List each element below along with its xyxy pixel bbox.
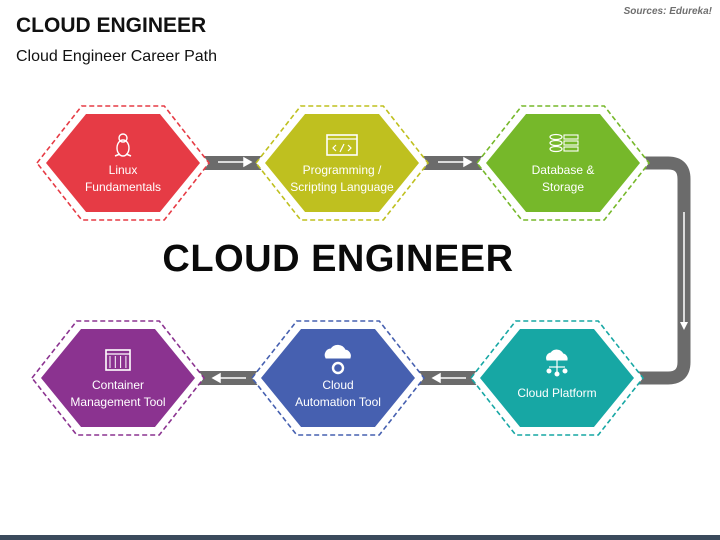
- step-2-hexagon: [254, 105, 430, 221]
- step-5-label: Cloud Automation Tool: [273, 377, 403, 411]
- step-6-fill: [41, 329, 195, 427]
- step-6-label: Container Management Tool: [53, 377, 183, 411]
- step-5-hexagon: [250, 320, 426, 436]
- step-4-hexagon: [469, 320, 645, 436]
- cloud-network-icon: [546, 349, 568, 377]
- footer-bar: [0, 535, 720, 540]
- linux-penguin-icon: [114, 133, 132, 157]
- arrow-right-1-head: [243, 156, 253, 168]
- slide-title: CLOUD ENGINEER: [16, 14, 207, 37]
- code-icon: [326, 134, 358, 156]
- step-2-fill: [265, 114, 419, 212]
- source-note: Sources: Edureka!: [623, 6, 712, 17]
- step-2-line1: Programming /: [302, 163, 382, 177]
- step-6-line2: Management Tool: [70, 395, 166, 409]
- step-5-line2: Automation Tool: [295, 395, 381, 409]
- center-title: CLOUD ENGINEER: [162, 238, 514, 280]
- step-1-fill: [46, 114, 200, 212]
- step-5-line1: Cloud: [322, 378, 354, 392]
- connector-2-3: [420, 156, 490, 170]
- step-4-label: Cloud Platform: [492, 385, 622, 402]
- slide-subtitle: Cloud Engineer Career Path: [16, 48, 218, 65]
- step-3-label: Database & Storage: [498, 162, 628, 196]
- step-1-line1: Linux: [108, 163, 138, 177]
- connector-1-2: [200, 156, 270, 170]
- arrow-left-2-head: [211, 372, 221, 384]
- step-4-line1: Cloud Platform: [517, 386, 597, 400]
- container-icon: [105, 349, 131, 371]
- step-5-fill: [261, 329, 415, 427]
- database-icon: [549, 133, 579, 153]
- arrow-right-2-head: [463, 156, 473, 168]
- step-2-line2: Scripting Language: [290, 180, 394, 194]
- step-1-hexagon: [35, 105, 211, 221]
- step-4-fill: [480, 329, 634, 427]
- step-1-line2: Fundamentals: [84, 180, 162, 194]
- loop-down-arrowhead: [680, 322, 688, 330]
- step-3-line2: Storage: [541, 180, 585, 194]
- step-1-label: Linux Fundamentals: [58, 162, 188, 196]
- step-3-line1: Database &: [531, 163, 595, 177]
- step-3-hexagon: [475, 105, 651, 221]
- cloud-gear-icon: [324, 344, 351, 375]
- step-6-hexagon: [30, 320, 206, 436]
- arrow-left-1-head: [431, 372, 441, 384]
- step-2-label: Programming / Scripting Language: [277, 162, 407, 196]
- step-3-fill: [486, 114, 640, 212]
- step-6-line1: Container: [91, 378, 145, 392]
